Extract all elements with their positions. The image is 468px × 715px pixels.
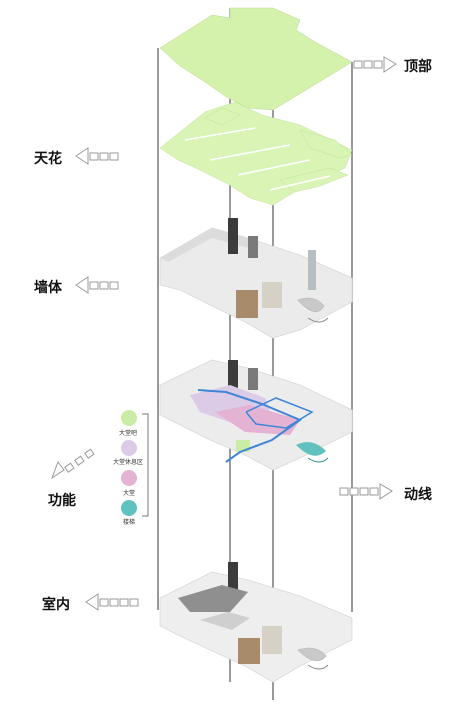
- function-arrow: [50, 448, 95, 480]
- ceiling-slab: [159, 101, 353, 206]
- wall-level: [159, 218, 353, 339]
- circulation-label: 动线: [404, 487, 432, 503]
- wall-arrow: [75, 276, 119, 294]
- legend-label-stairs: 楼梯: [123, 519, 136, 526]
- function-label: 功能: [48, 493, 76, 509]
- roof-slab: [159, 7, 353, 111]
- interior-arrow: [85, 593, 139, 611]
- interior-label: 室内: [42, 597, 70, 613]
- legend-bracket: [142, 413, 149, 517]
- ceiling-gaps: [184, 127, 331, 191]
- legend-swatch-lobby: [121, 470, 137, 486]
- legend-label-lobby: 大堂: [123, 490, 136, 497]
- ceiling-arrow: [75, 147, 119, 165]
- legend-swatch-lobby-lounge: [121, 440, 137, 456]
- circulation-arrow: [339, 483, 393, 500]
- legend-label-lobby-lounge: 大堂休息区: [113, 459, 144, 466]
- roof-arrow: [353, 56, 397, 73]
- legend-swatch-stairs: [121, 500, 137, 516]
- roof-label: 顶部: [404, 59, 432, 75]
- ceiling-label: 天花: [34, 151, 62, 167]
- legend-swatch-lobby-bar: [121, 410, 137, 426]
- interior-level: [159, 562, 353, 683]
- wall-label: 墙体: [34, 280, 62, 296]
- legend-label-lobby-bar: 大堂吧: [119, 430, 138, 437]
- function-level: [159, 359, 353, 471]
